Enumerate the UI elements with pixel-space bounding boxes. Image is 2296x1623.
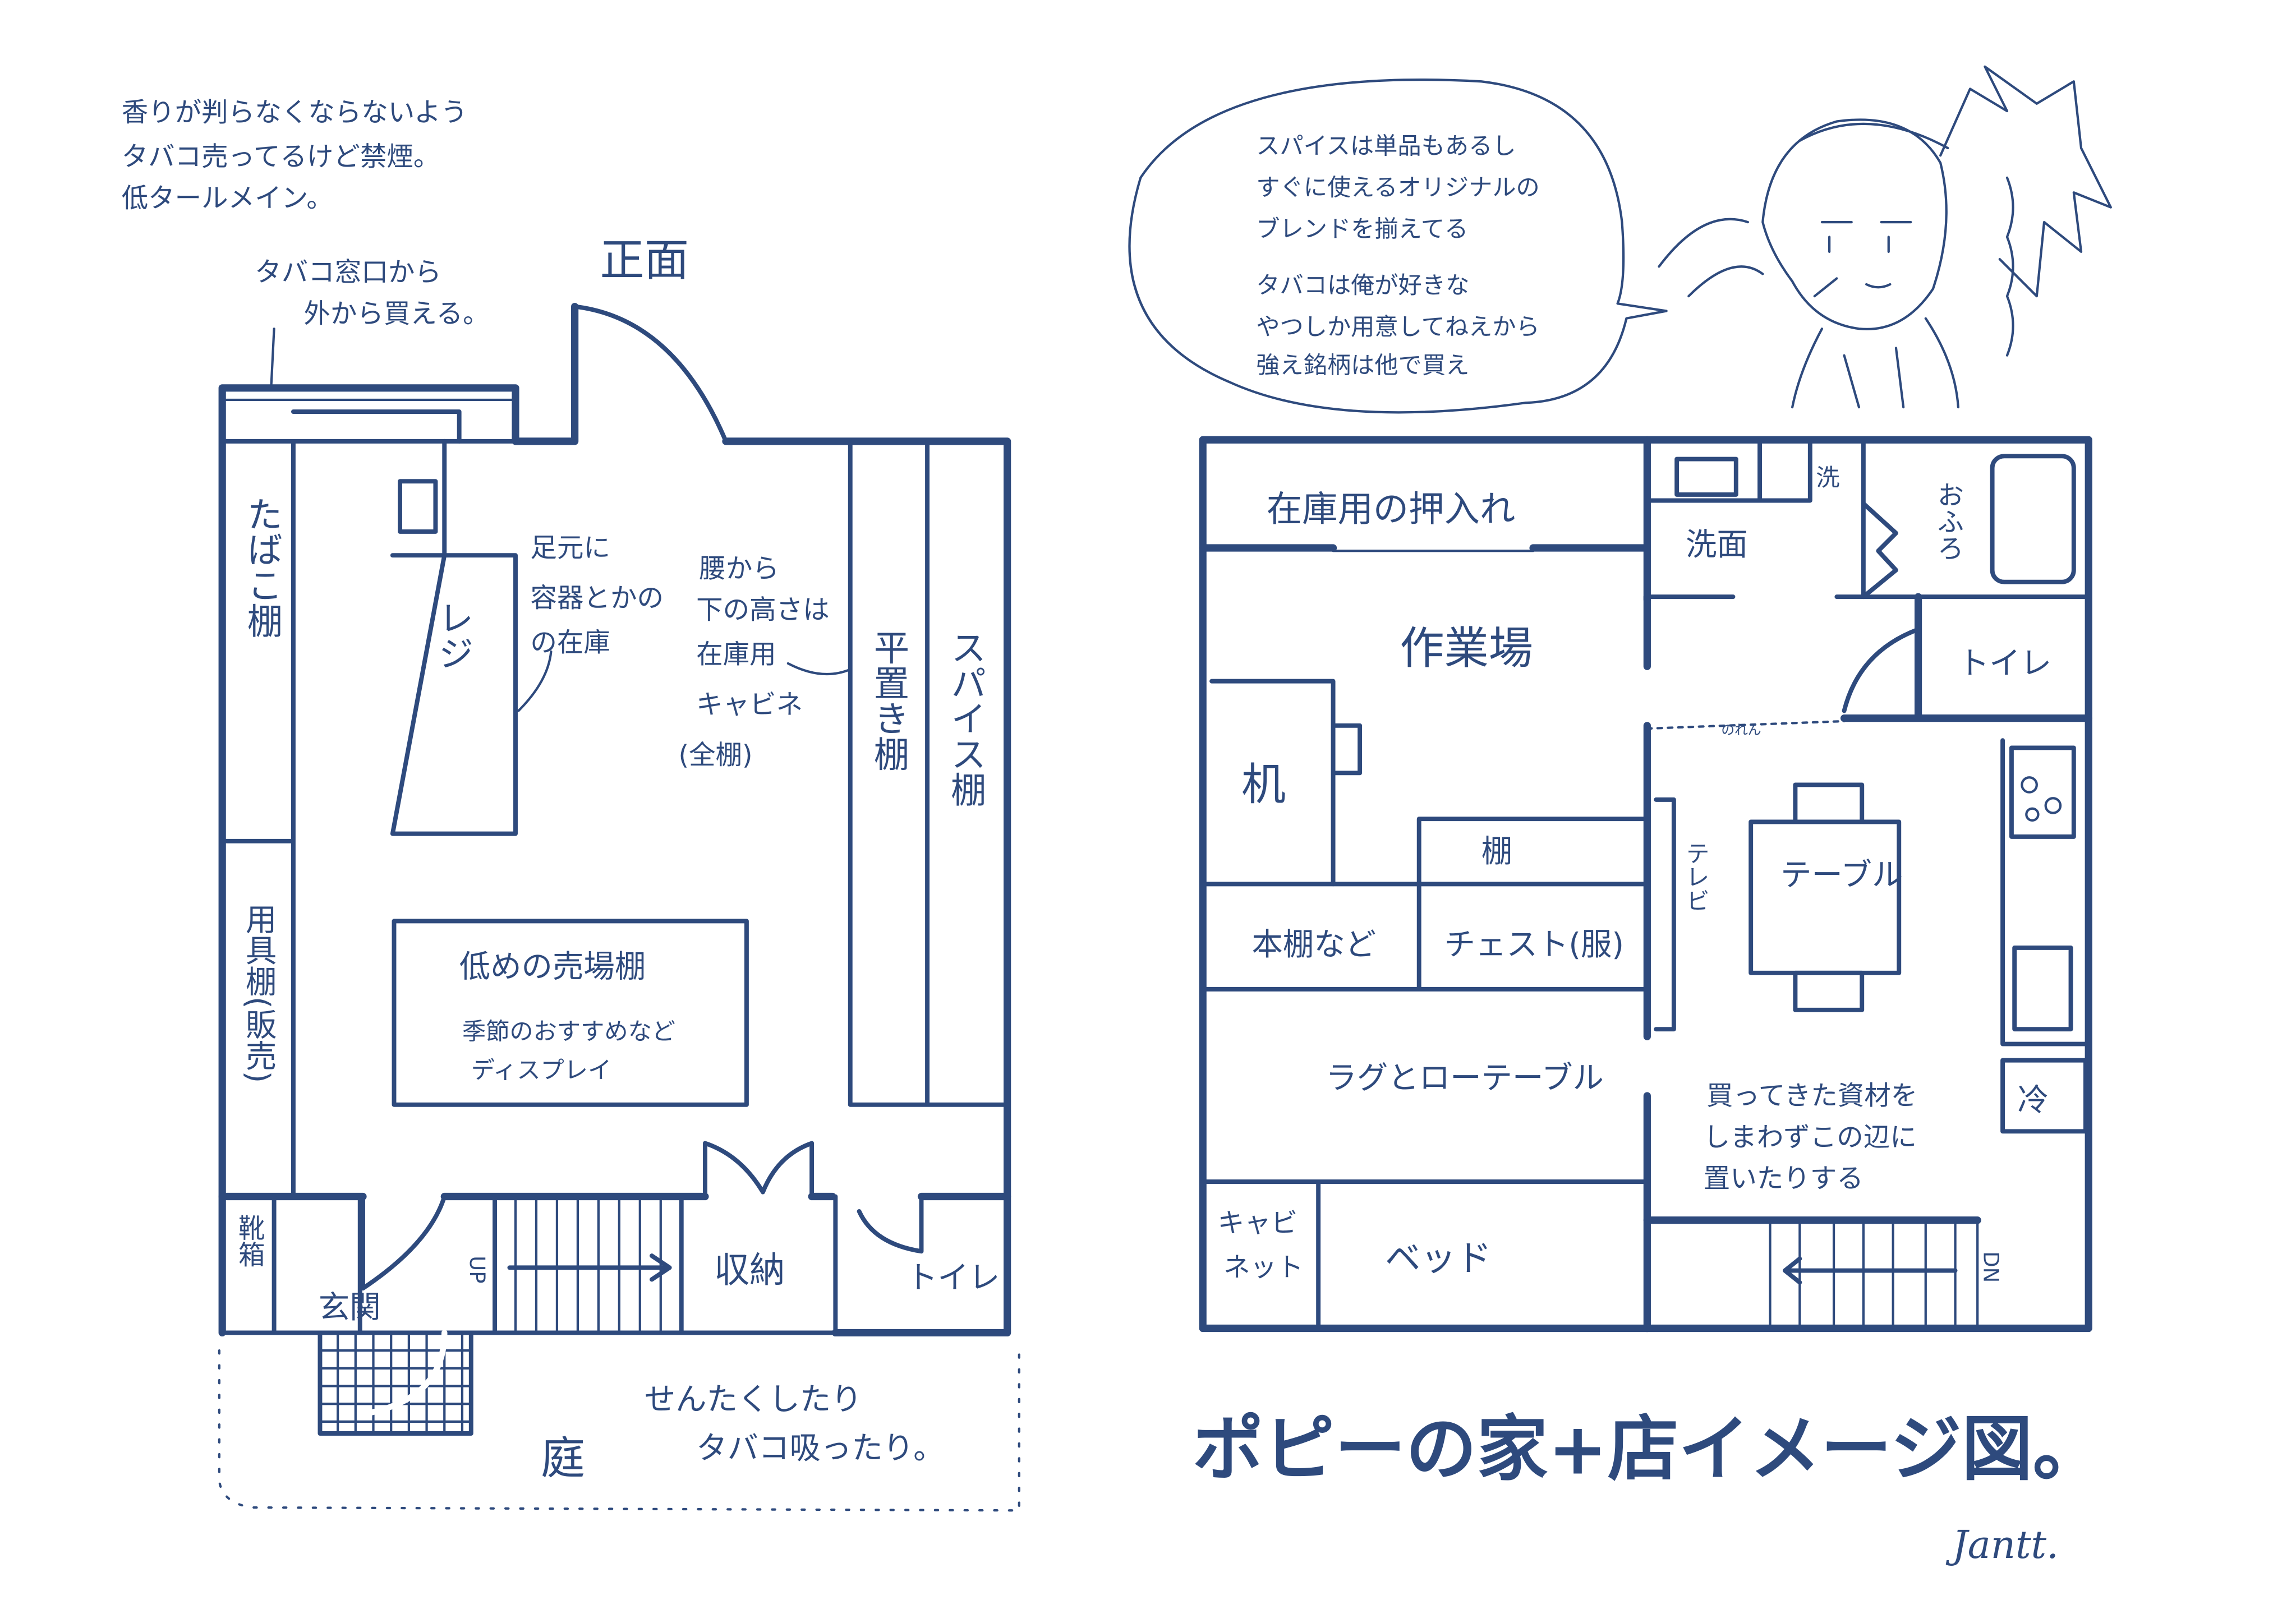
speech-bubble: スパイスは単品もあるし すぐに使えるオリジナルの ブレンドを揃えてる タバコは俺… (1128, 79, 1668, 414)
note-line: タバコ窓口から (255, 257, 441, 288)
closet-label: 在庫用の押入れ (1267, 488, 1516, 529)
cabinet-note: キャビネ (696, 690, 803, 721)
cabinet-note: 腰から (699, 554, 779, 584)
cabinet-note: (全棚) (678, 740, 752, 771)
note-line: 香りが判らなくならないよう (122, 98, 468, 128)
entrance-label: 玄関 (319, 1290, 381, 1326)
materials-note: 置いたりする (1704, 1164, 1864, 1195)
garden-label: 庭 (541, 1432, 585, 1484)
house-toilet-label: トイレ (1958, 645, 2051, 681)
desk-label: 机 (1241, 758, 1286, 810)
flat-shelf-label: 平置き棚 (868, 629, 909, 771)
intro-note: 香りが判らなくならないよう タバコ売ってるけど禁煙。 低タールメイン。 (122, 98, 468, 214)
stairs-up-label: UP (465, 1256, 489, 1283)
storage-label: 収納 (714, 1249, 785, 1291)
garden-note: タバコ吸ったり。 (696, 1431, 944, 1467)
cabinet-note: 下の高さは (696, 595, 830, 626)
register-note: の在庫 (530, 628, 610, 658)
tv-label: テレビ (1682, 841, 1710, 912)
stairs-down-label: DN (1978, 1251, 2003, 1283)
note-line: 外から買える。 (303, 299, 489, 330)
dining-table (1749, 782, 1902, 1012)
note-line: 低タールメイン。 (122, 183, 333, 214)
shop-plan (218, 302, 1020, 1512)
speech-line: やつしか用意してねえから (1256, 313, 1540, 340)
low-shelf-note: 季節のおすすめなど (462, 1018, 675, 1045)
stairs (507, 1195, 672, 1334)
register-label: レジ (432, 600, 474, 671)
bath-label: おふろ (1932, 481, 1963, 561)
garden-note: せんたくしたり (645, 1382, 862, 1418)
bookshelf-label: 本棚など (1251, 927, 1376, 963)
tools-shelf-label: 用具棚(販売) (240, 903, 277, 1083)
workshop-label: 作業場 (1400, 622, 1533, 674)
bed-label: ベッド (1385, 1238, 1492, 1279)
register-note: 足元に (530, 533, 610, 564)
page-title: ポピーの家+店イメージ図。 (1193, 1407, 2104, 1490)
cabinet-note: 在庫用 (696, 639, 776, 670)
rug-label: ラグとローテーブル (1326, 1061, 1604, 1096)
entrance-tiles (318, 1330, 473, 1436)
speech-line: すぐに使えるオリジナルの (1256, 174, 1540, 201)
washer-label: 洗 (1816, 464, 1839, 491)
leader-line (270, 328, 275, 389)
speech-line: 強え銘柄は他で買え (1256, 351, 1469, 379)
cabinet-label: キャビ (1218, 1208, 1298, 1239)
speech-line: スパイスは単品もあるし (1256, 132, 1516, 160)
character-sketch (1658, 65, 2112, 409)
speech-line: タバコは俺が好きな (1256, 271, 1469, 299)
signature: Jantt. (1945, 1523, 2059, 1567)
low-shelf-note: ディスプレイ (471, 1056, 611, 1083)
register-note: 容器とかの (530, 583, 664, 614)
house-plan (1199, 436, 2092, 1332)
materials-note: 買ってきた資材を (1706, 1081, 1917, 1112)
kitchen (2000, 738, 2091, 1134)
fridge-label: 冷 (2017, 1082, 2048, 1118)
speech-line: ブレンドを揃えてる (1256, 215, 1468, 242)
shop-toilet-label: トイレ (907, 1260, 1000, 1296)
chest-label: チェスト(服) (1444, 927, 1624, 963)
stairs-down (1643, 1216, 1981, 1330)
cabinet-label: ネット (1223, 1252, 1304, 1283)
low-shelf-label: 低めの売場棚 (459, 949, 646, 985)
shoe-box-label: 靴箱 (233, 1214, 264, 1267)
materials-note: しまわずこの辺に (1704, 1122, 1917, 1153)
front-label: 正面 (600, 234, 689, 286)
note-line: タバコ売ってるけど禁煙。 (122, 142, 440, 173)
washroom-label: 洗面 (1686, 527, 1748, 563)
table-label: テーブル (1780, 857, 1903, 893)
shelf-label: 棚 (1481, 834, 1512, 870)
tobacco-window-note: タバコ窓口から 外から買える。 (255, 257, 490, 389)
spice-shelf-label: スパイス棚 (945, 629, 987, 807)
noren-label: のれん (1721, 722, 1761, 738)
tobacco-shelf-label: たばこ棚 (241, 496, 283, 638)
